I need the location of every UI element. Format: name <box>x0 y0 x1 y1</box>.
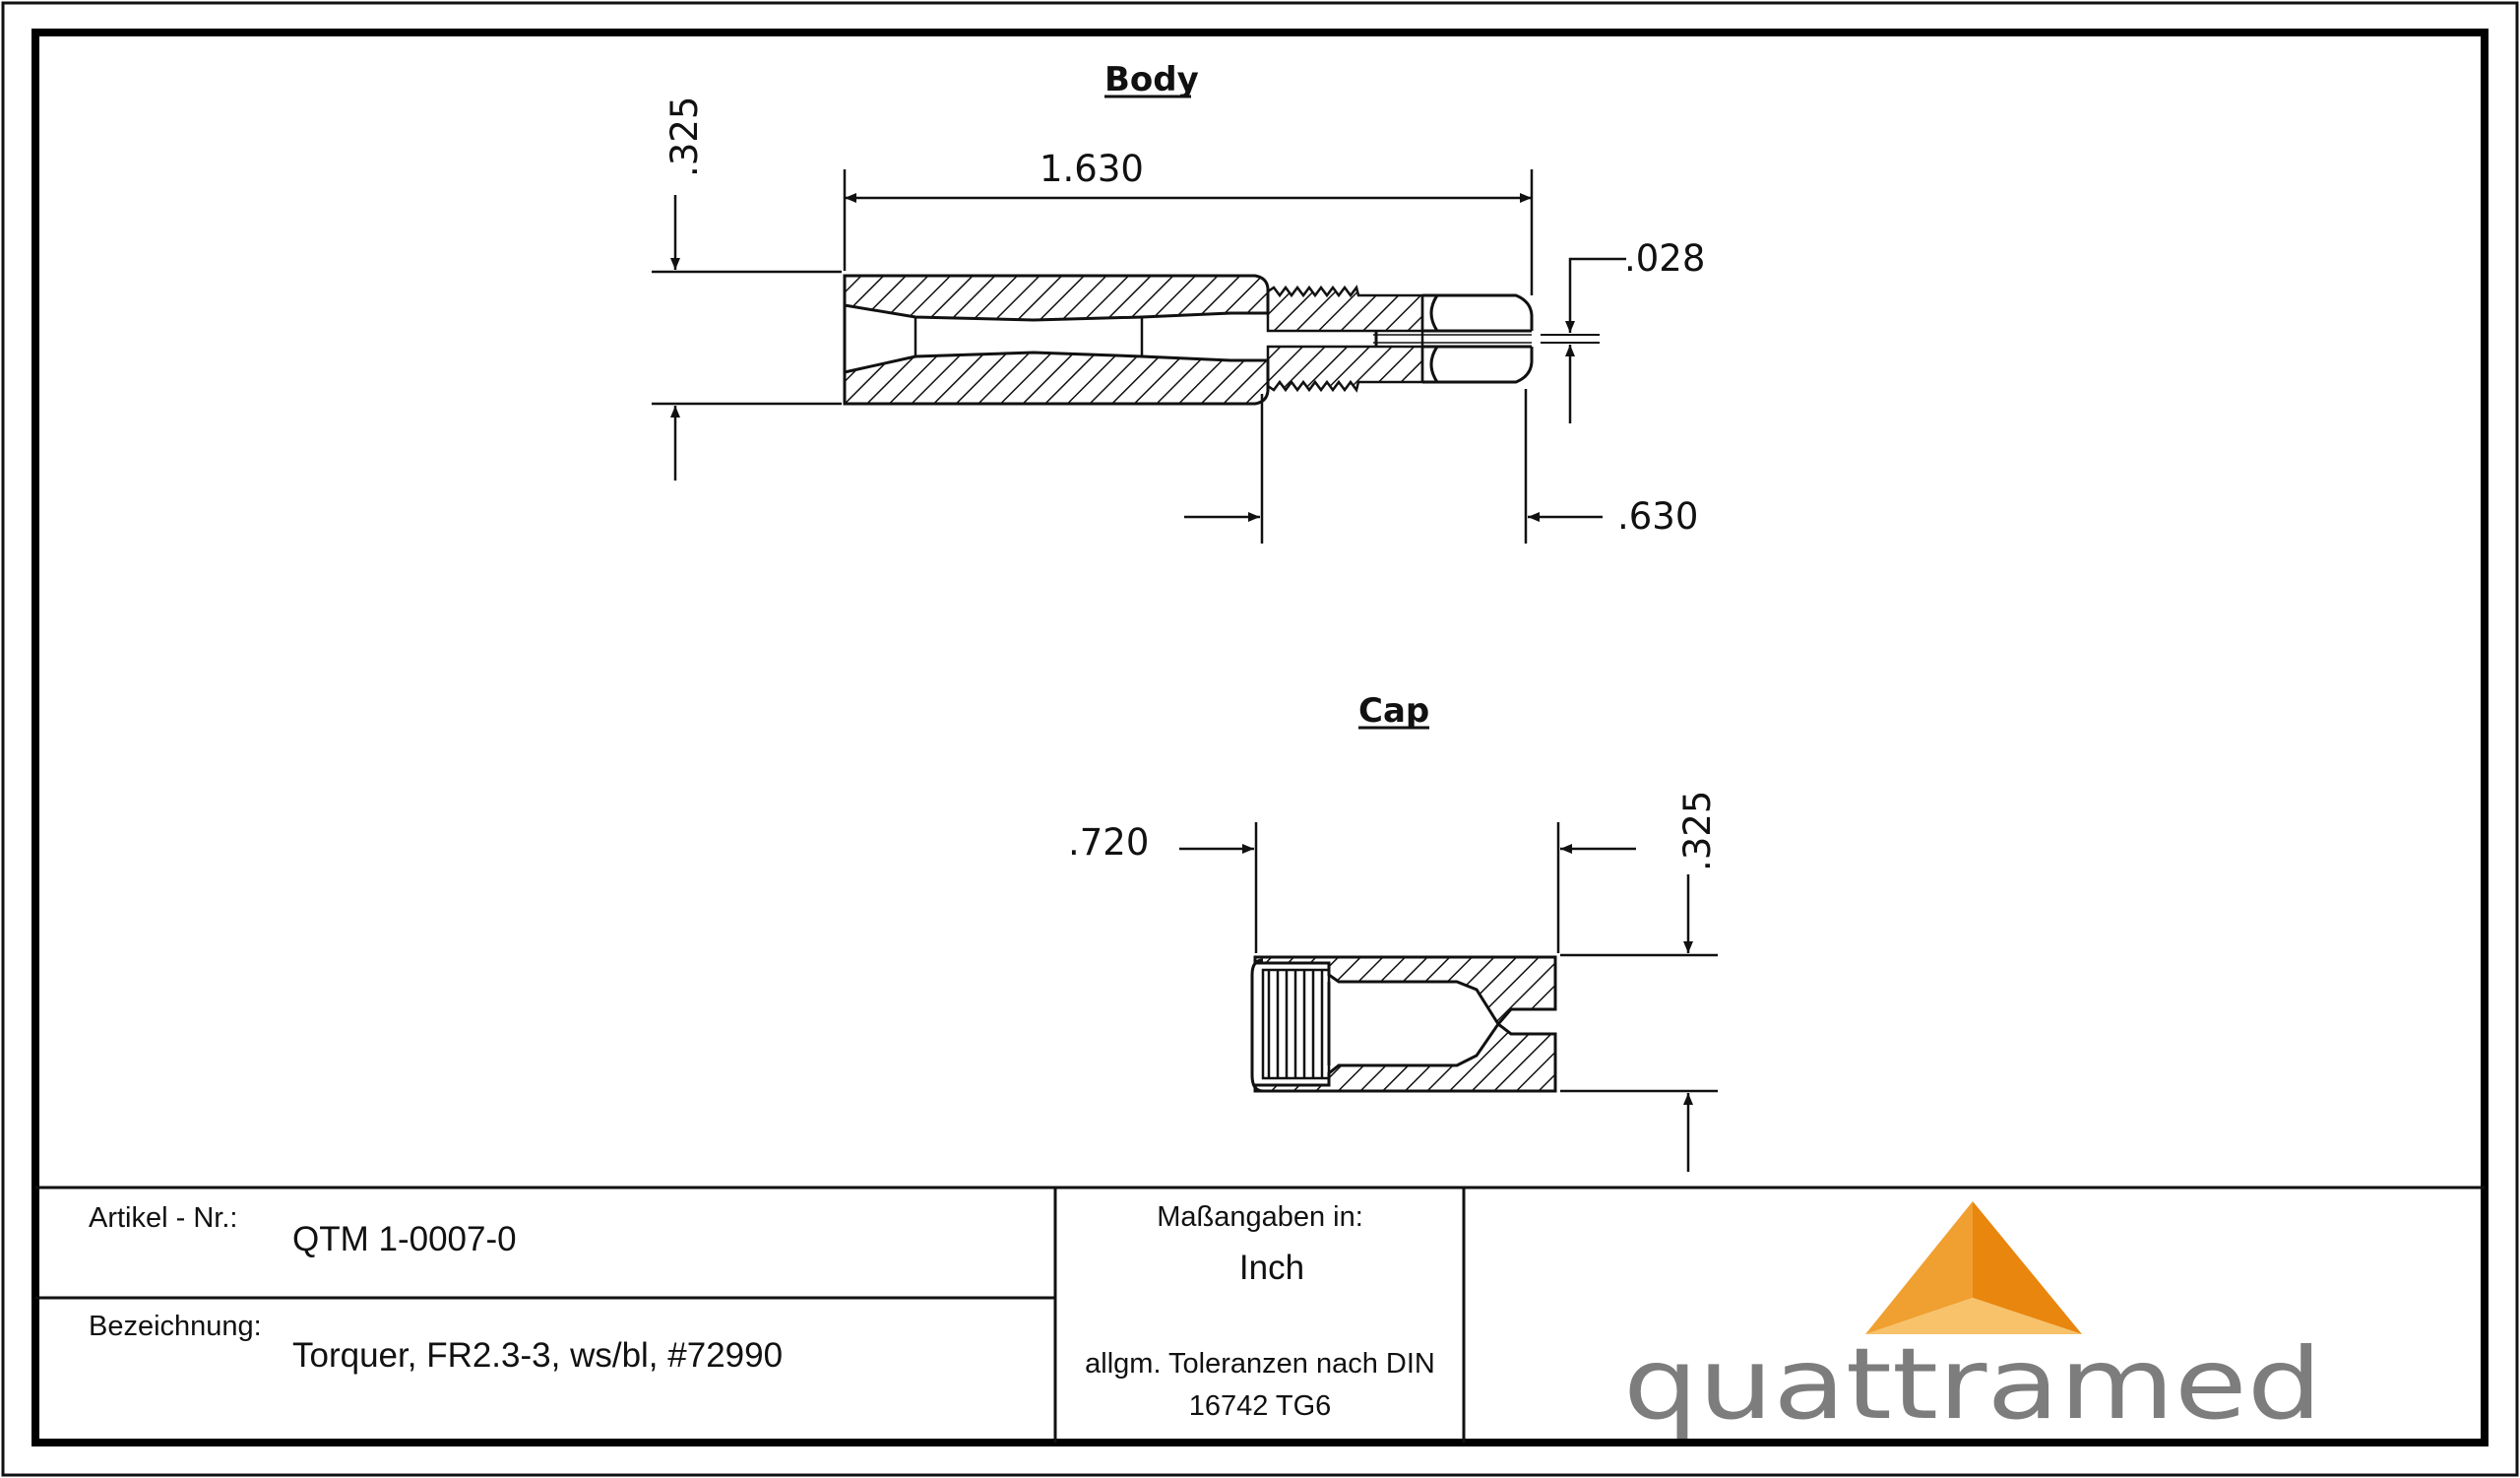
quattramed-logo: quattramed <box>1623 1201 2322 1442</box>
cap-view-title: Cap <box>1358 691 1429 731</box>
logo-pyramid-left-face <box>1865 1201 1973 1334</box>
logo-wordmark: quattramed <box>1623 1326 2322 1442</box>
article-value: QTM 1-0007-0 <box>292 1220 517 1258</box>
logo-pyramid-bottom-face <box>1865 1298 2082 1334</box>
body-thread-bottom <box>1266 345 1424 393</box>
units-label: Maßangaben in: <box>1157 1201 1363 1233</box>
dim-body-tip: .630 <box>1617 495 1698 538</box>
cap-knurl <box>1261 968 1331 1080</box>
dim-body-length: 1.630 <box>1040 148 1144 190</box>
logo-pyramid-right-face <box>1973 1201 2082 1334</box>
dim-cap-diameter: .325 <box>1676 791 1719 871</box>
tolerance-line-2: 16742 TG6 <box>1189 1390 1332 1422</box>
body-tip <box>1374 293 1534 384</box>
dim-body-slot: .028 <box>1624 237 1705 280</box>
body-view-title: Body <box>1104 60 1199 99</box>
body-section-top <box>843 274 1270 322</box>
title-block: Artikel - Nr.: QTM 1-0007-0 Bezeichnung:… <box>35 1186 2485 1443</box>
designation-value: Torquer, FR2.3-3, ws/bl, #72990 <box>292 1336 783 1375</box>
units-value: Inch <box>1239 1249 1304 1287</box>
body-section-bottom <box>843 351 1270 406</box>
drawing-border <box>32 29 2488 1446</box>
body-view: Body 1.630 .325 .028 <box>652 60 1705 544</box>
dim-body-diameter: .325 <box>663 96 706 177</box>
cap-view: Cap .720 .325 <box>1068 691 1719 1172</box>
body-thread-top <box>1266 285 1424 333</box>
article-label: Artikel - Nr.: <box>89 1202 237 1234</box>
tolerance-line-1: allgm. Toleranzen nach DIN <box>1085 1348 1435 1380</box>
designation-label: Bezeichnung: <box>89 1311 262 1342</box>
dim-cap-length: .720 <box>1068 821 1149 864</box>
